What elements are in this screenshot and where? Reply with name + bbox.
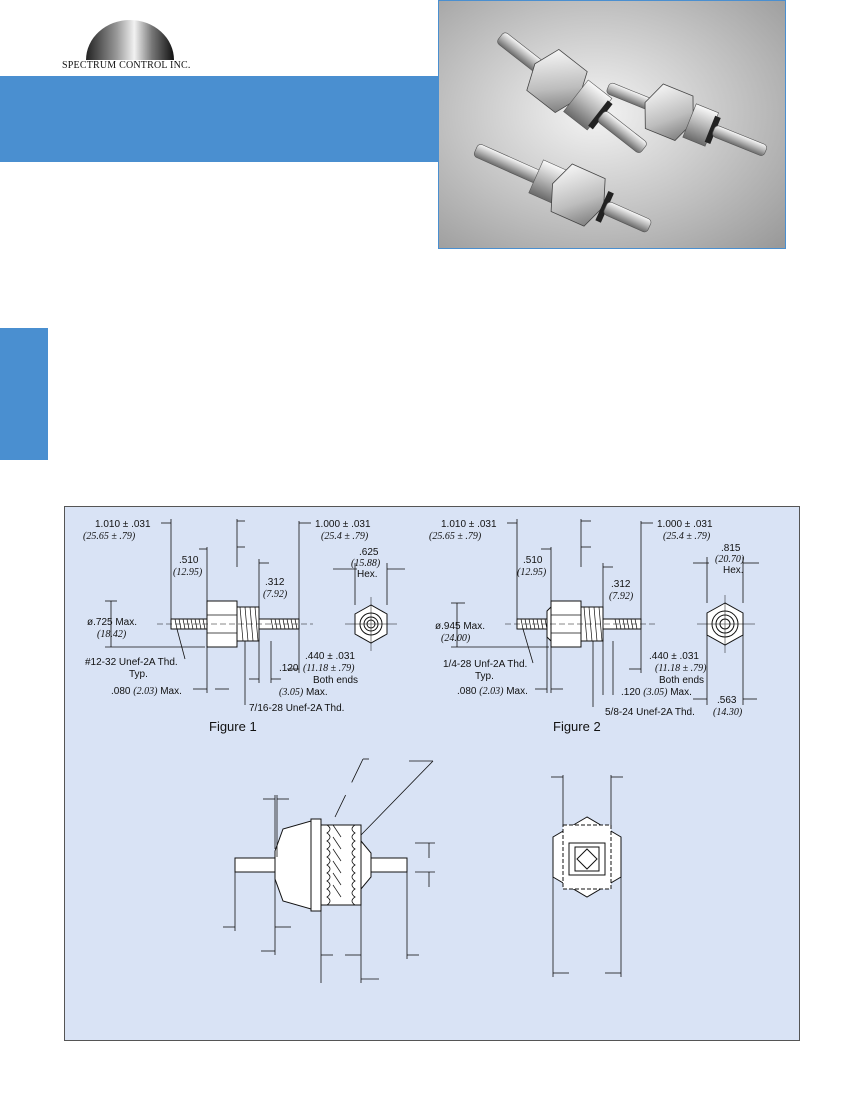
fig2-typ: Typ. xyxy=(475,671,494,682)
fig2-gap-label: .120 (3.05) Max. xyxy=(621,687,692,698)
fig2-hex-label: Hex. xyxy=(723,565,744,576)
fig2-stud-thread: 1/4-28 Unf-2A Thd. xyxy=(443,659,527,670)
fig1-thread-length: .312 xyxy=(265,577,285,588)
fig2-hex-size-mm: (20.70) xyxy=(715,554,745,565)
fig2-gap: .120 xyxy=(621,687,641,698)
fig2-diameter-mm: (24.00) xyxy=(441,633,471,644)
fig2-thread-length-mm: (7.92) xyxy=(609,591,634,602)
fig1-hex-size: .625 xyxy=(359,547,379,558)
fig1-gap-max: Max. xyxy=(306,687,328,698)
fig1-flange-label: .080 (2.03) Max. xyxy=(111,686,182,697)
fig2-flange: .080 xyxy=(457,686,477,697)
filter-product-photo-icon xyxy=(439,1,785,248)
fig1-stud-thread: #12-32 Unef-2A Thd. xyxy=(85,657,178,668)
fig1-diameter-mm: (18.42) xyxy=(97,629,127,640)
title-banner xyxy=(0,76,438,162)
fig1-overall-length: 1.010 ± .031 xyxy=(95,519,151,530)
fig1-stud-length: .440 ± .031 xyxy=(305,651,355,662)
drawings-panel: 1.010 ± .031 (25.65 ± .79) 1.000 ± .031 … xyxy=(64,506,800,1041)
fig2-hex-length: .510 xyxy=(523,555,543,566)
fig2-hex-size: .815 xyxy=(721,543,741,554)
fig1-flange-max: Max. xyxy=(160,686,182,697)
fig1-hex-size-mm: (15.88) xyxy=(351,558,381,569)
fig2-diameter: ø.945 Max. xyxy=(435,621,485,632)
fig2-body-thread: 5/8-24 Unef-2A Thd. xyxy=(605,707,695,718)
figure-1: 1.010 ± .031 (25.65 ± .79) 1.000 ± .031 … xyxy=(83,519,405,734)
fig1-hex-length-mm: (12.95) xyxy=(173,567,203,578)
fig1-body-thread: 7/16-28 Unef-2A Thd. xyxy=(249,703,344,714)
fig1-caption: Figure 1 xyxy=(209,719,257,734)
fig2-right-length: 1.000 ± .031 xyxy=(657,519,713,530)
fig1-hex-label: Hex. xyxy=(357,569,378,580)
fig2-gap-mm: (3.05) xyxy=(643,687,668,698)
figure-2: 1.010 ± .031 (25.65 ± .79) 1.000 ± .031 … xyxy=(429,519,759,734)
fig2-across-flats: .563 xyxy=(717,695,737,706)
fig2-flange-mm: (2.03) xyxy=(479,686,504,697)
product-photo xyxy=(438,0,786,249)
fig1-flange-mm: (2.03) xyxy=(133,686,158,697)
side-view-right-stud xyxy=(370,857,408,873)
fig2-stud-length: .440 ± .031 xyxy=(649,651,699,662)
fig1-gap-mm: (3.05) xyxy=(279,687,304,698)
fig1-stud-length-mm: (11.18 ± .79) xyxy=(303,663,355,674)
fig2-right-length-mm: (25.4 ± .79) xyxy=(663,531,711,542)
fig1-right-length: 1.000 ± .031 xyxy=(315,519,371,530)
drawings-svg: 1.010 ± .031 (25.65 ± .79) 1.000 ± .031 … xyxy=(83,519,759,983)
side-view-body xyxy=(274,820,312,910)
section-tab xyxy=(0,328,48,460)
side-view-flange xyxy=(310,818,322,912)
fig1-right-length-mm: (25.4 ± .79) xyxy=(321,531,369,542)
fig2-across-flats-mm: (14.30) xyxy=(713,707,743,718)
fig1-hex-length: .510 xyxy=(179,555,199,566)
fig1-gap: .120 xyxy=(279,663,299,674)
fig1-thread-length-mm: (7.92) xyxy=(263,589,288,600)
fig2-stud-length-mm: (11.18 ± .79) xyxy=(655,663,707,674)
end-view-drawing xyxy=(551,775,623,977)
fig2-flange-max: Max. xyxy=(506,686,528,697)
fig2-flange-label: .080 (2.03) Max. xyxy=(457,686,528,697)
fig1-gap-label: (3.05) Max. xyxy=(279,687,328,698)
fig2-hex-length-mm: (12.95) xyxy=(517,567,547,578)
fig1-overall-length-mm: (25.65 ± .79) xyxy=(83,531,136,542)
fig1-flange: .080 xyxy=(111,686,131,697)
fig2-caption: Figure 2 xyxy=(553,719,601,734)
side-view-drawing xyxy=(223,758,435,983)
fig1-both-ends: Both ends xyxy=(313,675,358,686)
fig2-overall-length-mm: (25.65 ± .79) xyxy=(429,531,482,542)
fig2-both-ends: Both ends xyxy=(659,675,704,686)
fig2-overall-length: 1.010 ± .031 xyxy=(441,519,497,530)
fig2-gap-max: Max. xyxy=(670,687,692,698)
fig1-typ: Typ. xyxy=(129,669,148,680)
company-name: SPECTRUM CONTROL INC. xyxy=(62,60,191,71)
spectrum-control-logo-icon xyxy=(86,20,174,60)
fig2-thread-length: .312 xyxy=(611,579,631,590)
side-view-left-stud xyxy=(234,857,276,873)
fig1-diameter: ø.725 Max. xyxy=(87,617,137,628)
